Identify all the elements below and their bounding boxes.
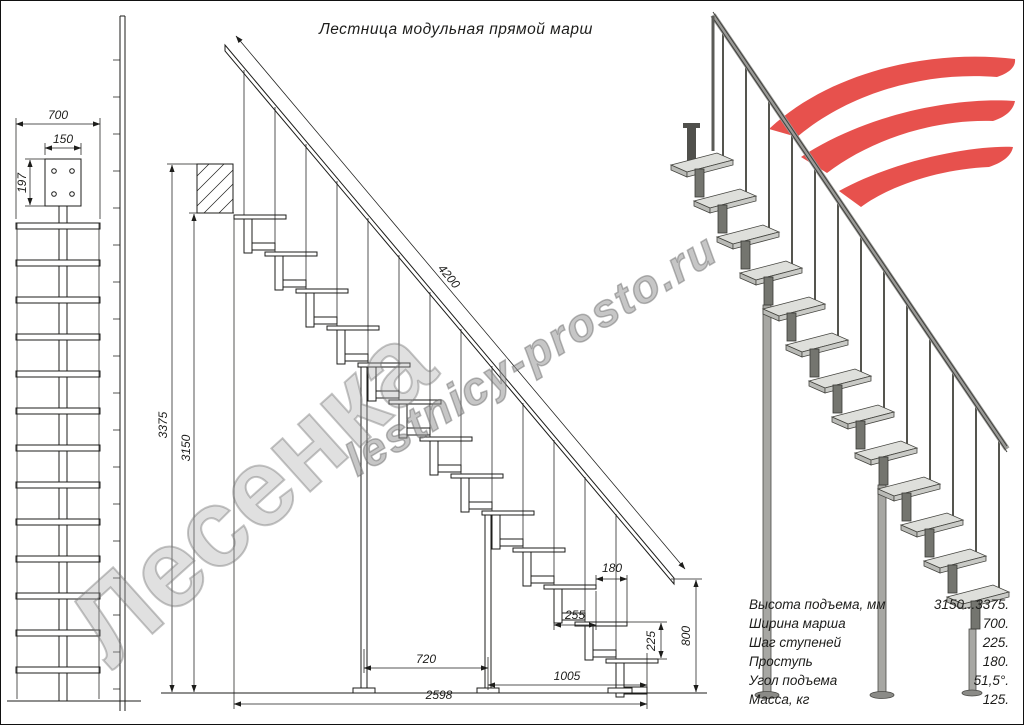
iso-support-posts — [754, 304, 983, 699]
iso-wall-bracket-post — [687, 127, 696, 167]
iso-railing-edge — [712, 17, 1008, 453]
dim-label-tread: 255 — [564, 608, 585, 622]
dim-label-height-min: 3150 — [179, 434, 193, 461]
side-view-drawing: 3375 3150 4200 720 1005 2598 255 180 225… — [156, 35, 707, 709]
dim-label-rail-length: 4200 — [435, 262, 463, 292]
spec-row: Ширина марша 700. — [749, 614, 1009, 633]
specs-table: Высота подъема, мм 3150...3375. Ширина м… — [749, 595, 1009, 709]
spec-label: Ширина марша — [749, 616, 846, 631]
spec-value: 125. — [982, 692, 1009, 707]
front-side-rails — [16, 223, 100, 699]
dim-label-run-total: 2598 — [425, 688, 453, 702]
front-view-drawing: 700 150 197 — [7, 15, 141, 711]
side-dimensions: 3375 3150 4200 720 1005 2598 255 180 225… — [156, 35, 702, 709]
bolt-icon — [69, 191, 75, 197]
spec-row: Угол подъема 51,5°. — [749, 671, 1009, 690]
side-steps — [233, 69, 659, 698]
spec-label: Угол подъема — [749, 673, 838, 688]
drawing-title: Лестница модульная прямой марш — [319, 21, 593, 38]
spec-row: Высота подъема, мм 3150...3375. — [749, 595, 1009, 614]
front-handrail-post — [119, 15, 126, 711]
spec-label: Шаг ступеней — [749, 635, 842, 650]
spec-value: 180. — [982, 654, 1009, 669]
spec-row: Масса, кг 125. — [749, 690, 1009, 709]
dim-label-height-max: 3375 — [156, 411, 170, 438]
floor-hatch — [196, 163, 234, 214]
dim-label-run-mid: 720 — [416, 652, 436, 666]
dim-label-plate-height: 197 — [15, 172, 29, 193]
spec-value: 3150...3375. — [933, 597, 1009, 612]
dim-label-going: 180 — [602, 561, 622, 575]
dim-label-rail-height: 800 — [679, 626, 693, 646]
upper-floor-block — [196, 163, 234, 214]
front-mount-plate — [44, 158, 82, 207]
front-baluster-ticks — [113, 59, 120, 690]
bolt-icon — [69, 168, 75, 174]
side-railing — [224, 43, 675, 586]
front-center-column — [58, 206, 68, 701]
spec-label: Проступь — [749, 654, 813, 669]
dim-label-width: 700 — [48, 108, 68, 122]
dim-label-run-lower: 1005 — [554, 669, 581, 683]
dim-label-rise: 225 — [644, 631, 658, 652]
spec-row: Шаг ступеней 225. — [749, 633, 1009, 652]
iso-railing-edge — [712, 11, 1008, 447]
spec-label: Высота подъема, мм — [749, 597, 886, 612]
spec-value: 51,5°. — [973, 673, 1009, 688]
iso-view-drawing — [670, 11, 1016, 699]
iso-balusters — [722, 30, 1000, 593]
spec-row: Проступь 180. — [749, 652, 1009, 671]
spec-label: Масса, кг — [749, 692, 810, 707]
dim-label-plate-width: 150 — [53, 132, 73, 146]
front-steps — [15, 222, 101, 674]
brand-logo-icon — [769, 56, 1016, 207]
iso-steps — [670, 152, 1010, 630]
iso-wall-bracket — [683, 123, 700, 128]
spec-value: 225. — [982, 635, 1009, 650]
iso-railing — [710, 13, 1010, 451]
bolt-icon — [51, 168, 57, 174]
spec-value: 700. — [982, 616, 1009, 631]
bolt-icon — [51, 191, 57, 197]
